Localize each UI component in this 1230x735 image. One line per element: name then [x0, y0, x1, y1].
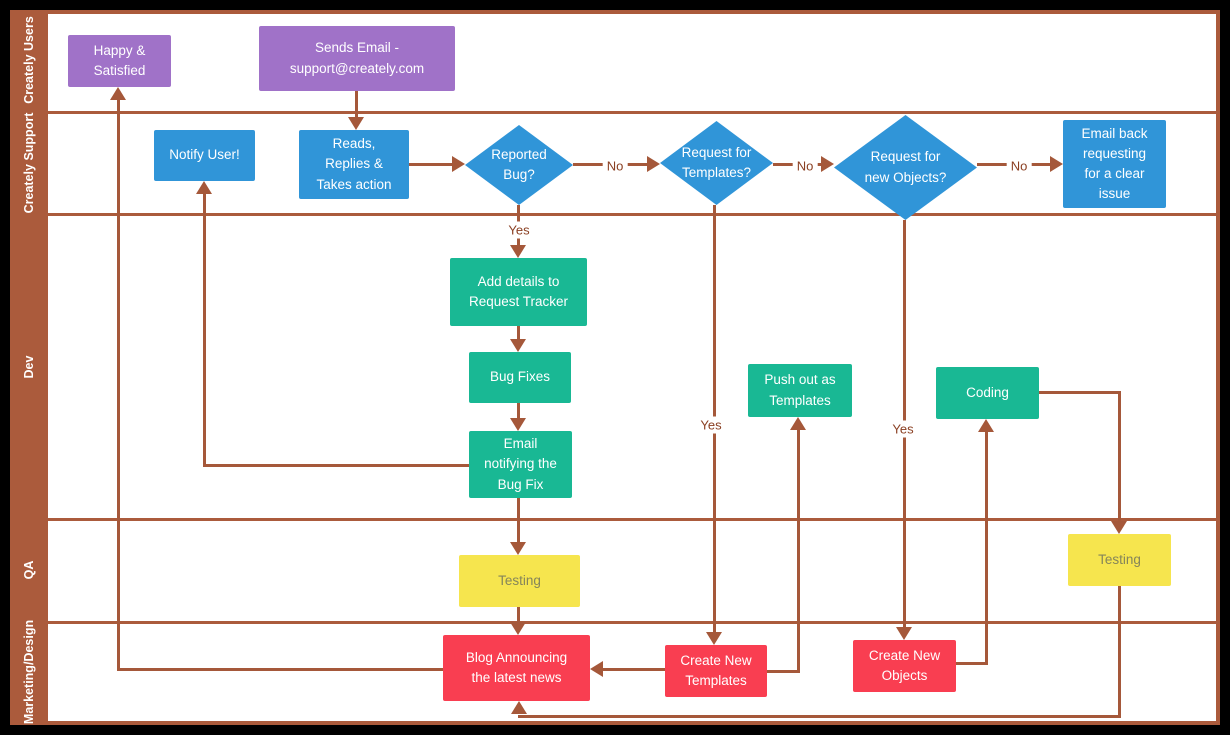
edge-label-yes: Yes: [696, 416, 726, 434]
node-email-notifying-bug-fix[interactable]: Email notifying the Bug Fix: [469, 431, 572, 498]
swimlane-header-column: [10, 10, 48, 725]
node-testing-qa-right[interactable]: Testing: [1068, 534, 1171, 586]
connector: [204, 464, 469, 467]
arrowhead-down-icon: [896, 627, 912, 640]
edge-label-yes: Yes: [504, 221, 534, 239]
connector: [797, 429, 800, 673]
connector: [985, 431, 988, 665]
arrowhead-down-icon: [510, 245, 526, 258]
connector: [1039, 391, 1121, 394]
arrowhead-up-icon: [790, 417, 806, 430]
connector: [203, 193, 206, 467]
lane-divider: [48, 111, 1218, 114]
arrowhead-up-icon: [196, 181, 212, 194]
lane-label-marketing-design: Marketing/Design: [22, 619, 36, 725]
connector: [117, 99, 120, 671]
edge-label-no: No: [1006, 157, 1032, 175]
connector: [518, 715, 1121, 718]
connector: [1118, 586, 1121, 718]
lane-label-creately-support: Creately Support: [22, 112, 36, 214]
arrowhead-down-icon: [510, 542, 526, 555]
arrowhead-right-icon: [647, 156, 660, 172]
connector: [517, 498, 520, 543]
arrowhead-up-icon: [511, 701, 527, 714]
lane-divider: [48, 518, 1218, 521]
node-add-details-request-tracker[interactable]: Add details to Request Tracker: [450, 258, 587, 326]
connector: [956, 662, 988, 665]
arrowhead-down-icon: [1111, 521, 1127, 534]
connector: [603, 668, 665, 671]
lane-divider: [48, 621, 1218, 624]
node-testing-qa-left[interactable]: Testing: [459, 555, 580, 607]
arrowhead-down-icon: [510, 418, 526, 431]
edge-label-no: No: [792, 157, 818, 175]
node-push-out-as-templates[interactable]: Push out as Templates: [748, 364, 852, 417]
connector: [767, 670, 800, 673]
arrowhead-down-icon: [510, 339, 526, 352]
arrowhead-up-icon: [110, 87, 126, 100]
arrowhead-right-icon: [821, 156, 834, 172]
connector: [409, 163, 453, 166]
arrowhead-down-icon: [510, 622, 526, 635]
node-reads-replies-takes-action[interactable]: Reads, Replies & Takes action: [299, 130, 409, 199]
connector: [517, 606, 520, 623]
arrowhead-right-icon: [1050, 156, 1063, 172]
node-blog-announcing[interactable]: Blog Announcing the latest news: [443, 635, 590, 701]
connector: [1118, 391, 1121, 522]
lane-divider: [48, 213, 1218, 216]
arrowhead-up-icon: [978, 419, 994, 432]
edge-label-yes: Yes: [888, 420, 918, 438]
connector: [355, 91, 358, 118]
node-sends-email[interactable]: Sends Email - support@creately.com: [259, 26, 455, 91]
lane-label-dev: Dev: [22, 355, 36, 379]
arrowhead-left-icon: [590, 661, 603, 677]
lane-label-creately-users: Creately Users: [22, 16, 36, 104]
arrowhead-right-icon: [452, 156, 465, 172]
arrowhead-down-icon: [706, 632, 722, 645]
node-create-new-objects[interactable]: Create New Objects: [853, 640, 956, 692]
node-coding[interactable]: Coding: [936, 367, 1039, 419]
node-bug-fixes[interactable]: Bug Fixes: [469, 352, 571, 403]
lane-label-qa: QA: [22, 560, 36, 580]
arrowhead-down-icon: [348, 117, 364, 130]
connector: [517, 403, 520, 419]
node-create-new-templates[interactable]: Create New Templates: [665, 645, 767, 697]
node-notify-user[interactable]: Notify User!: [154, 130, 255, 181]
edge-label-no: No: [602, 157, 628, 175]
connector: [118, 668, 445, 671]
node-email-back-requesting[interactable]: Email back requesting for a clear issue: [1063, 120, 1166, 208]
connector: [517, 326, 520, 340]
node-happy-satisfied[interactable]: Happy & Satisfied: [68, 35, 171, 87]
